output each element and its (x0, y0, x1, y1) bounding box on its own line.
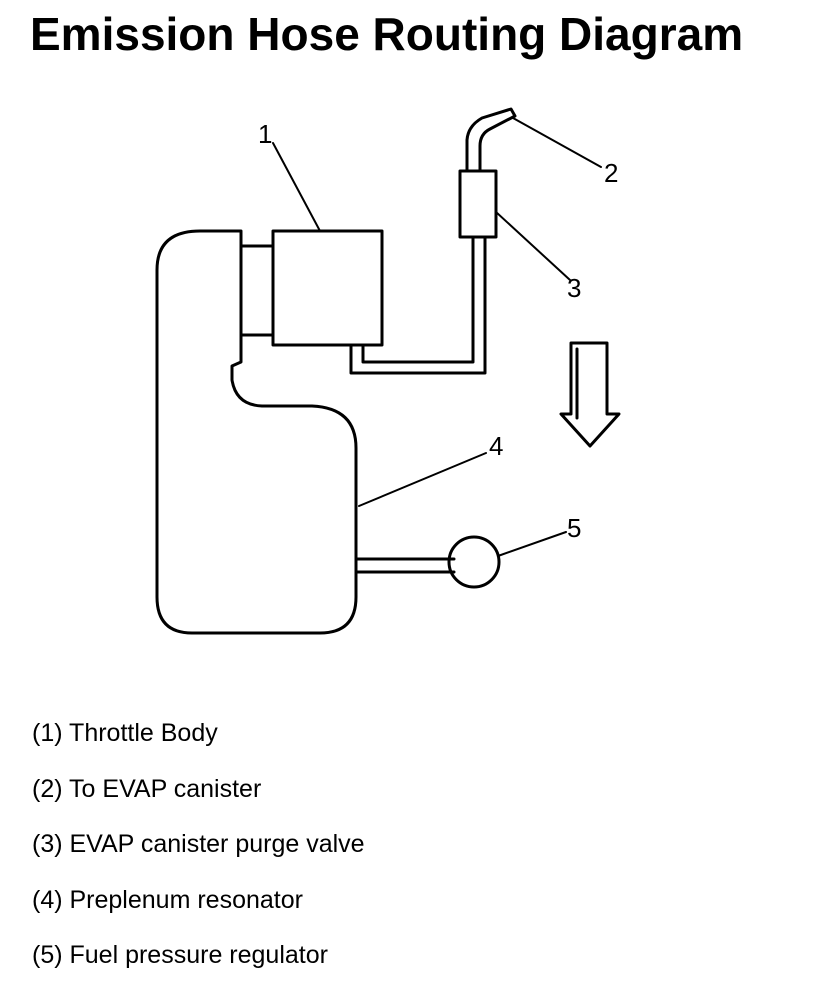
legend-item-fuel-pressure-regulator: (5) Fuel pressure regulator (32, 941, 328, 969)
regulator-hose (354, 557, 456, 574)
fuel-pressure-regulator-shape (447, 535, 501, 589)
legend-item-throttle-body: (1) Throttle Body (32, 719, 218, 747)
callout-4: 4 (489, 431, 503, 461)
hose-routing-diagram: 1 2 3 4 5 (155, 107, 621, 635)
legend-item-preplenum-resonator: (4) Preplenum resonator (32, 885, 303, 914)
callout-2: 2 (604, 158, 618, 188)
legend-item-evap-canister: (2) To EVAP canister (32, 774, 262, 803)
purge-hose (349, 235, 487, 375)
callout-3: 3 (567, 273, 581, 303)
direction-arrow (559, 341, 621, 448)
evap-canister-hose (465, 107, 517, 173)
throttle-body-connector (239, 244, 275, 337)
purge-valve-shape (458, 169, 498, 239)
callout-5: 5 (567, 513, 581, 543)
callout-1: 1 (258, 119, 272, 149)
component-legend: (1) Throttle Body (2) To EVAP canister (… (32, 716, 365, 994)
legend-item-purge-valve: (3) EVAP canister purge valve (32, 830, 365, 858)
preplenum-resonator-shape (155, 229, 358, 635)
leader-lines (272, 117, 602, 557)
throttle-body-shape (271, 229, 384, 347)
diagram-title: Emission Hose Routing Diagram (30, 8, 744, 60)
